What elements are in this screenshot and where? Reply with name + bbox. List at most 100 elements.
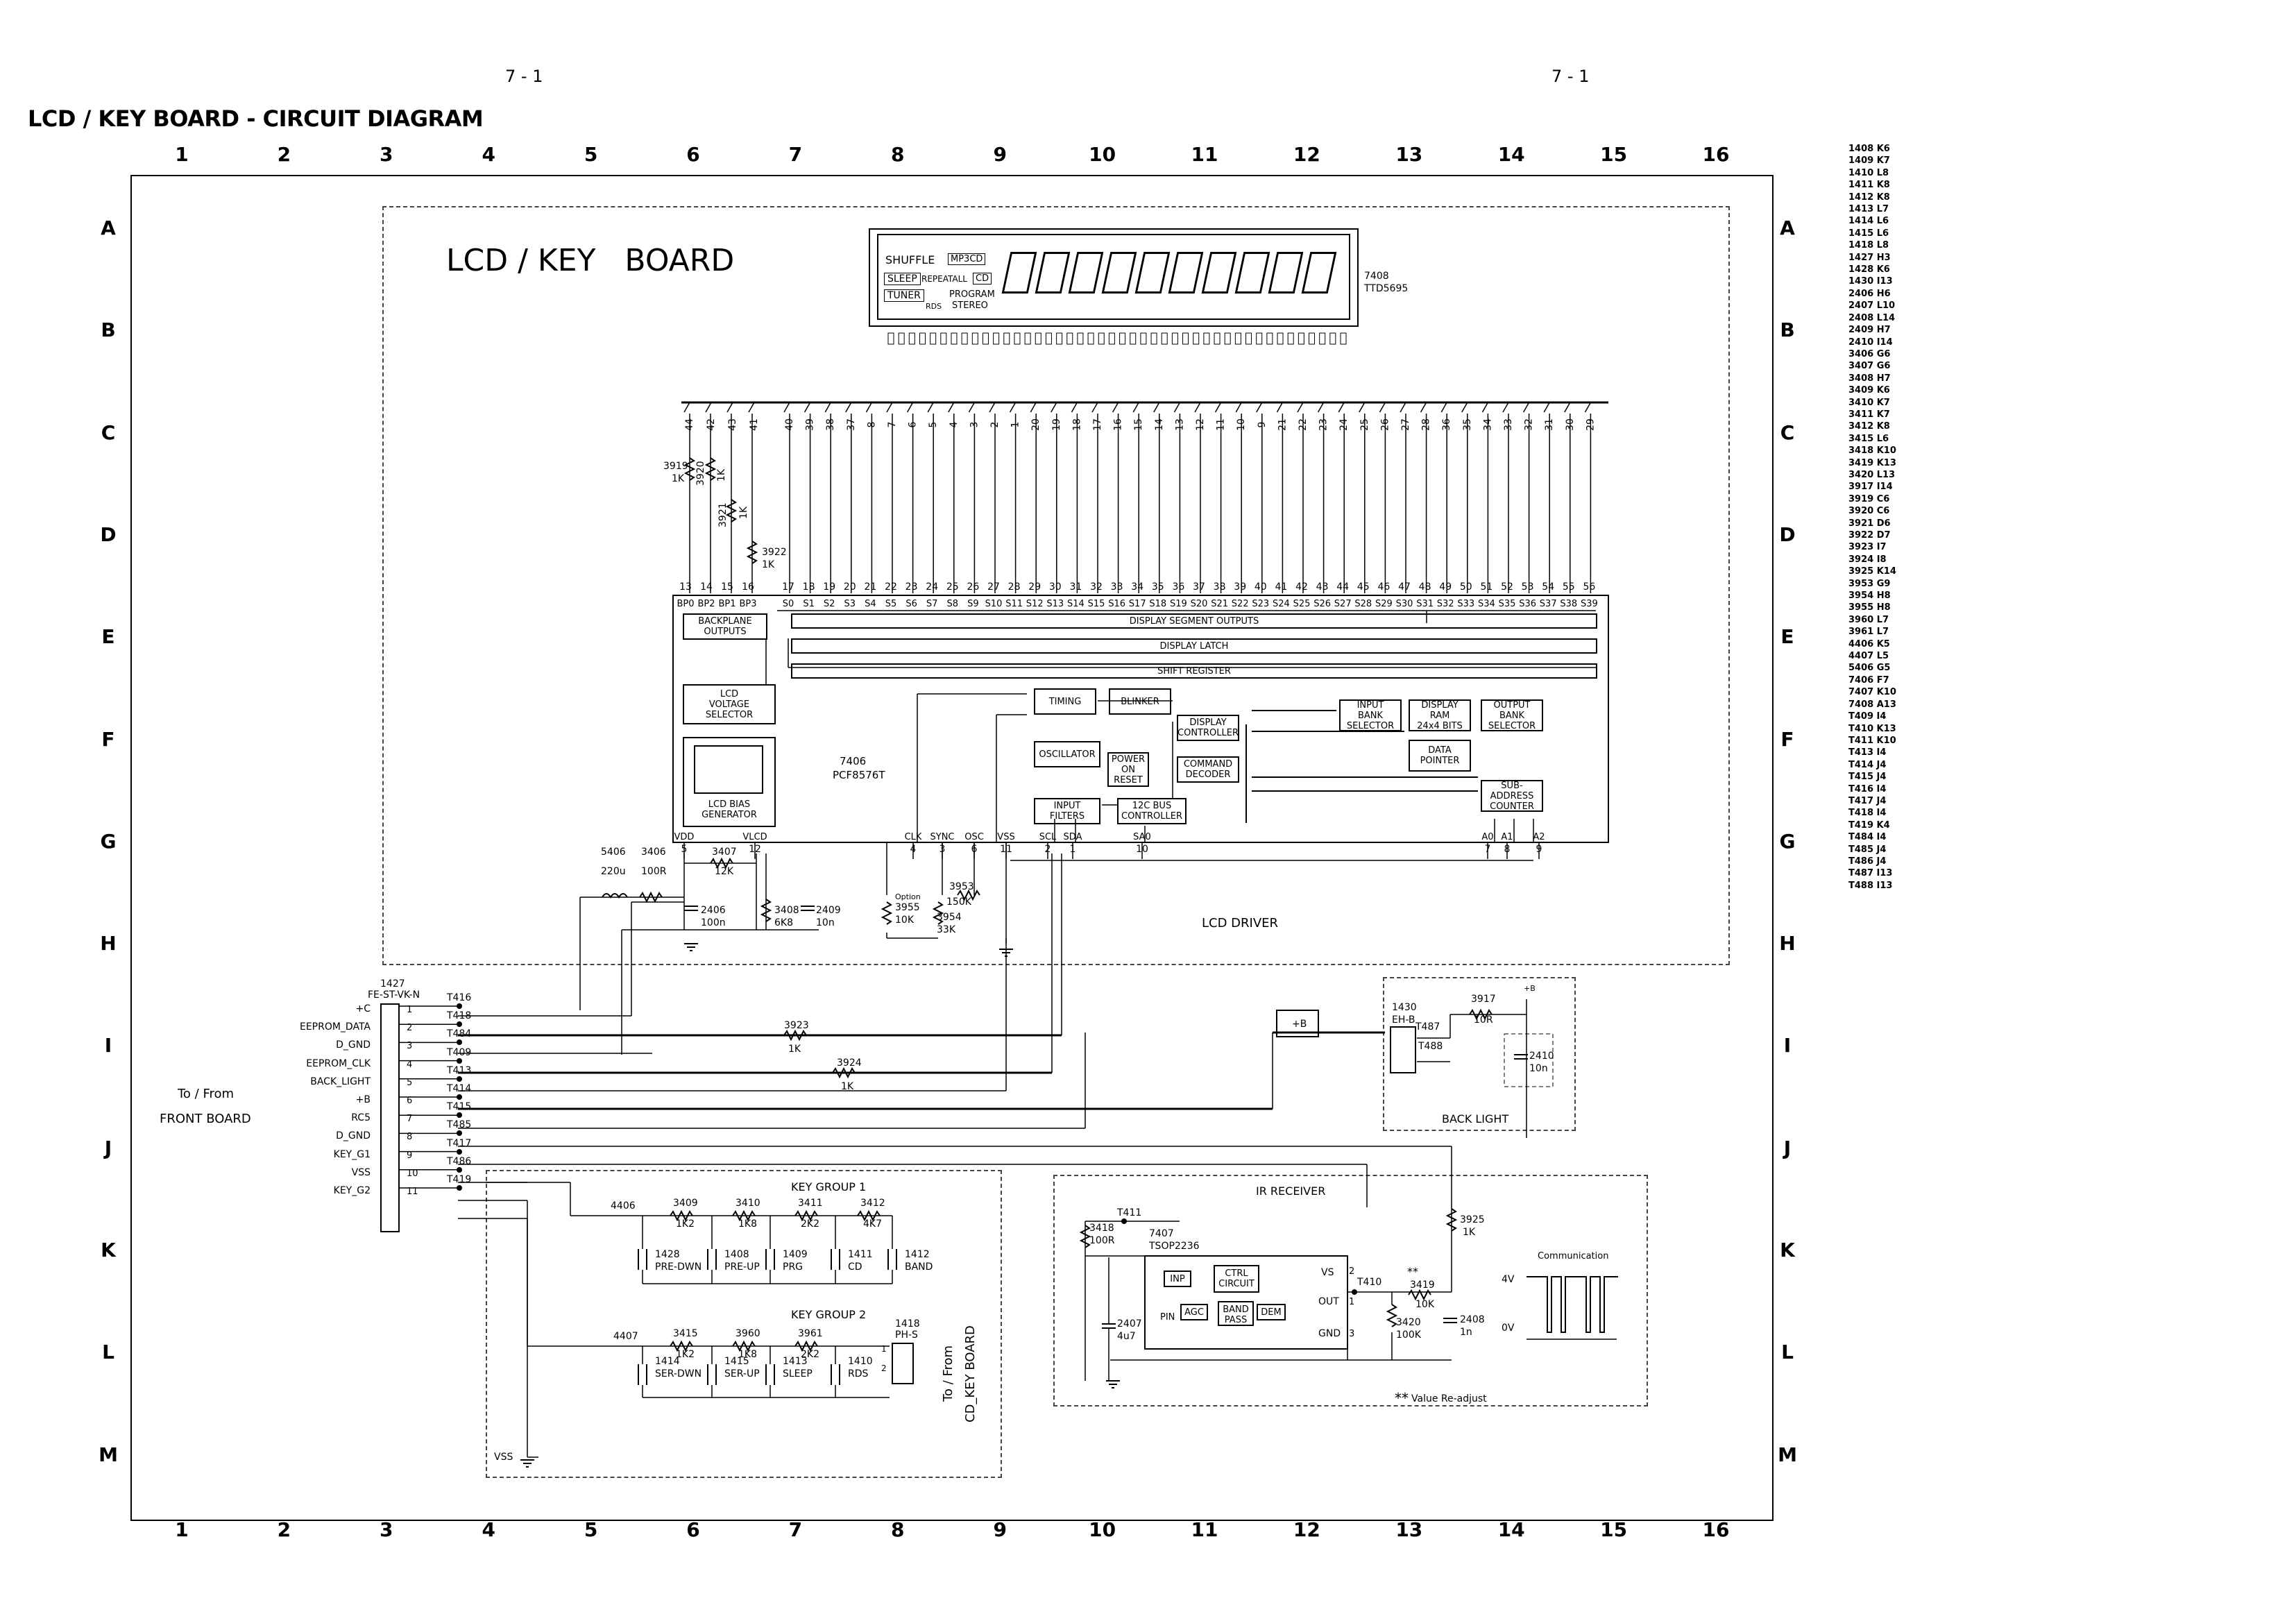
ic-pin-name: S5 <box>885 599 897 609</box>
cd-key-board-label: CD_KEY BOARD <box>963 1325 978 1422</box>
resistor-symbol <box>1079 1225 1091 1248</box>
ic-pin-name: S1 <box>803 599 815 609</box>
flex-pin <box>1171 332 1178 345</box>
key-ref: 1412 <box>905 1249 930 1260</box>
ic-pin-name: S17 <box>1129 599 1146 609</box>
ic-pin-number: 45 <box>1357 581 1370 593</box>
key-ref: 1410 <box>848 1356 873 1367</box>
flex-pin <box>1277 332 1284 345</box>
wire <box>1297 402 1304 413</box>
key-switch-symbol <box>707 1249 717 1270</box>
ic-pin-name: S2 <box>824 599 835 609</box>
readjust-marker: ** <box>1395 1390 1409 1407</box>
flex-pin <box>1214 332 1221 345</box>
component-reference: 3953 G9 <box>1848 578 1891 589</box>
wire <box>1420 402 1427 413</box>
component-reference: 5406 G5 <box>1848 663 1891 674</box>
resistor-symbol <box>760 899 772 922</box>
wire <box>1112 402 1119 413</box>
ic-pin-bottom-name: VDD <box>674 832 695 842</box>
key-resistor-ref: 3415 <box>673 1328 698 1339</box>
key-resistor-ref: 3410 <box>735 1198 760 1209</box>
component-reference: 1409 K7 <box>1848 155 1890 167</box>
component-reference: 3921 D6 <box>1848 518 1891 529</box>
ir-gnd-label: GND <box>1318 1328 1341 1339</box>
ic-pin-name: S31 <box>1416 599 1434 609</box>
wire <box>1461 402 1468 413</box>
flex-pin <box>1066 332 1073 345</box>
column-label-bottom-2: 2 <box>277 1518 291 1541</box>
ir-block-label: INP <box>1170 1274 1185 1284</box>
column-label-5: 5 <box>584 143 598 166</box>
ic-block-label: TIMING <box>1048 696 1082 707</box>
ic-block-label: OUTPUT BANK SELECTOR <box>1488 699 1536 731</box>
ir-vs-label: VS <box>1321 1267 1334 1278</box>
flex-pin <box>1287 332 1294 345</box>
row-label-right-D: D <box>1779 522 1796 546</box>
wire <box>1173 402 1181 413</box>
ic-pin-bottom-name: SCL <box>1039 832 1057 842</box>
power-part-ref: 2409 <box>816 905 841 916</box>
connector-signal: KEY_G2 <box>333 1185 371 1196</box>
flex-pin <box>940 332 947 345</box>
component-reference: T487 I13 <box>1848 868 1893 879</box>
key-group-1-title: KEY GROUP 1 <box>791 1180 866 1193</box>
tuner-indicator: TUNER <box>884 289 924 302</box>
column-label-bottom-16: 16 <box>1702 1518 1730 1541</box>
cd-indicator: CD <box>973 273 992 284</box>
connector-signal: EEPROM_CLK <box>306 1057 371 1069</box>
ic-block-label: LCD BIAS GENERATOR <box>701 799 757 820</box>
ir-part-value: 1n <box>1460 1327 1472 1338</box>
mid-resistor-ref: 3923 <box>784 1020 809 1031</box>
ic-pin-number: 48 <box>1419 581 1431 593</box>
ic-block-shift-register: SHIFT REGISTER <box>791 663 1597 679</box>
component-reference: 3955 H8 <box>1848 602 1891 613</box>
row-label-right-L: L <box>1781 1341 1794 1364</box>
ic-block-power-on-reset: POWER ON RESET <box>1107 752 1149 787</box>
connector-signal: VSS <box>351 1166 371 1178</box>
power-part-value: 12K <box>715 866 734 877</box>
row-label-right-G: G <box>1779 829 1796 853</box>
ic-pin-number: 25 <box>946 581 959 593</box>
ic-pin-name: S25 <box>1293 599 1311 609</box>
wire <box>1440 402 1447 413</box>
power-part-value: 100n <box>701 917 726 928</box>
key-resistor-value: 1K8 <box>738 1349 757 1360</box>
ic-pin-name: S19 <box>1170 599 1187 609</box>
backlight-part: EH-B <box>1392 1014 1415 1026</box>
ir-receiver-outline <box>1053 1175 1648 1407</box>
column-label-8: 8 <box>891 143 905 166</box>
resistor-symbol <box>1408 1289 1431 1301</box>
key-ref: 1428 <box>655 1249 680 1260</box>
connector-signal: RC5 <box>351 1112 371 1124</box>
component-reference: 2410 I14 <box>1848 337 1893 348</box>
ic-pin-number: 39 <box>1234 581 1246 593</box>
resistor-value: 1K <box>738 506 749 519</box>
ic-pin-name: S13 <box>1046 599 1064 609</box>
junction-dot <box>457 1076 462 1082</box>
ic-pin-number: 14 <box>700 581 713 593</box>
connector-test-point: T409 <box>447 1046 472 1058</box>
ic-pin-name: S6 <box>905 599 917 609</box>
connector-test-point: T417 <box>447 1137 472 1149</box>
connector-signal: EEPROM_DATA <box>299 1021 371 1033</box>
ir-value-readjust: Value Re-adjust <box>1411 1393 1487 1404</box>
ic-pin-name: BP2 <box>697 599 715 609</box>
ic-block-label: BACKPLANE OUTPUTS <box>698 616 752 637</box>
ic-pin-bottom-name: SYNC <box>930 832 955 842</box>
ic-pin-number: 51 <box>1480 581 1493 593</box>
column-label-2: 2 <box>277 143 291 166</box>
ic-block-label: DATA POINTER <box>1420 745 1460 766</box>
flex-pin <box>951 332 958 345</box>
ic-pin-bottom-name: CLK <box>905 832 922 842</box>
board-title: LCD / KEY BOARD <box>446 243 735 278</box>
connector-pin-number: 7 <box>407 1114 413 1125</box>
ic-pin-number: 54 <box>1542 581 1554 593</box>
wire <box>726 402 733 413</box>
ic-pin-name: S24 <box>1273 599 1290 609</box>
ir-pin-num: 1 <box>1349 1297 1354 1307</box>
ic-pin-number: 36 <box>1172 581 1184 593</box>
wire <box>1214 402 1222 413</box>
junction-dot <box>457 1166 462 1173</box>
component-reference: 1415 L6 <box>1848 228 1889 239</box>
